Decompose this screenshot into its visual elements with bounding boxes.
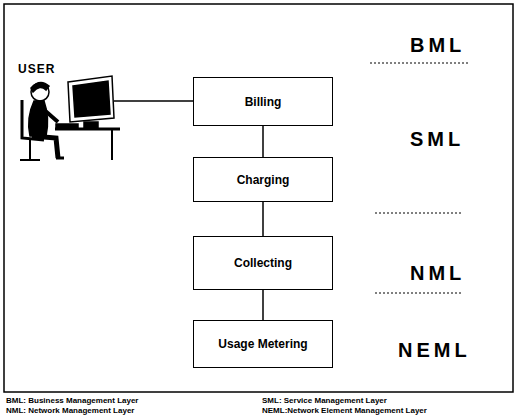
box-label: Usage Metering xyxy=(218,337,307,351)
process-box: Charging xyxy=(193,157,333,202)
user-illustration xyxy=(20,76,120,160)
process-box: Billing xyxy=(193,77,333,126)
box-label: Charging xyxy=(237,173,290,187)
layer-label: BML xyxy=(410,34,465,56)
abbreviation-note: BML: Business Management Layer xyxy=(6,396,138,406)
connector-line xyxy=(262,126,264,157)
user-label: USER xyxy=(18,62,55,76)
box-label: Billing xyxy=(245,95,282,109)
layer-label: NML xyxy=(410,262,465,284)
frame xyxy=(4,4,513,392)
abbreviation-note: SML: Service Management Layer xyxy=(262,396,387,406)
abbreviation-note: NEML:Network Element Management Layer xyxy=(262,406,427,416)
abbreviation-note: NML: Network Management Layer xyxy=(6,406,134,416)
box-label: Collecting xyxy=(234,256,292,270)
connectors xyxy=(263,126,264,320)
process-box: Collecting xyxy=(193,236,333,290)
layer-separators xyxy=(370,63,470,293)
connector-line xyxy=(262,202,264,236)
connector-line xyxy=(262,290,264,320)
layer-label: SML xyxy=(410,128,464,150)
user-link-line xyxy=(114,100,193,102)
process-box: Usage Metering xyxy=(193,320,333,368)
layer-label: NEML xyxy=(398,339,471,361)
